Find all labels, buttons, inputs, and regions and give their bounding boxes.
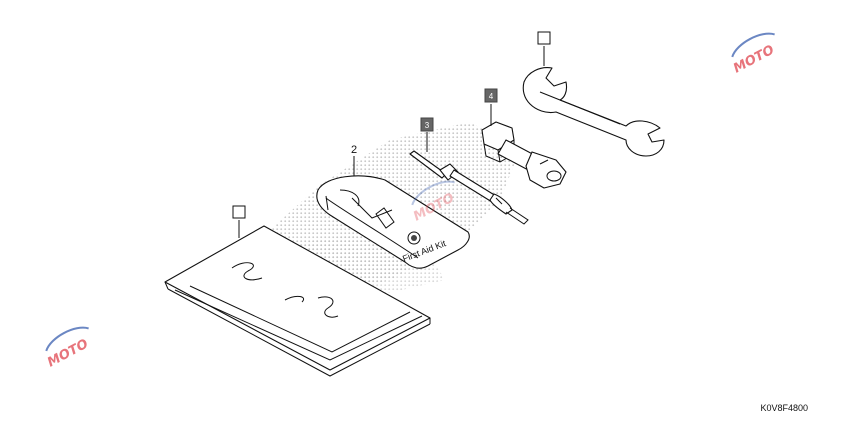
- open-end-wrench[interactable]: [522, 67, 665, 157]
- watermark-logo-left: MOTO: [45, 326, 91, 370]
- part-label-3[interactable]: 3: [420, 117, 434, 132]
- part-label-2[interactable]: 2: [351, 144, 357, 156]
- diagram-code: K0V8F4800: [760, 403, 808, 413]
- part-label-4[interactable]: 4: [484, 88, 498, 103]
- svg-text:3: 3: [425, 121, 430, 130]
- leader-lines: [238, 46, 545, 238]
- svg-text:2: 2: [351, 144, 357, 156]
- watermark-logo-right: MOTO: [731, 32, 777, 76]
- screwdriver[interactable]: [409, 150, 529, 225]
- tool-bag[interactable]: First Aid Kit: [316, 175, 470, 269]
- part-label-1[interactable]: [232, 205, 246, 219]
- part-label-5[interactable]: [537, 31, 551, 45]
- svg-text:4: 4: [489, 92, 494, 101]
- owners-manual-bag[interactable]: [164, 225, 431, 377]
- spark-plug-wrench[interactable]: [481, 121, 567, 189]
